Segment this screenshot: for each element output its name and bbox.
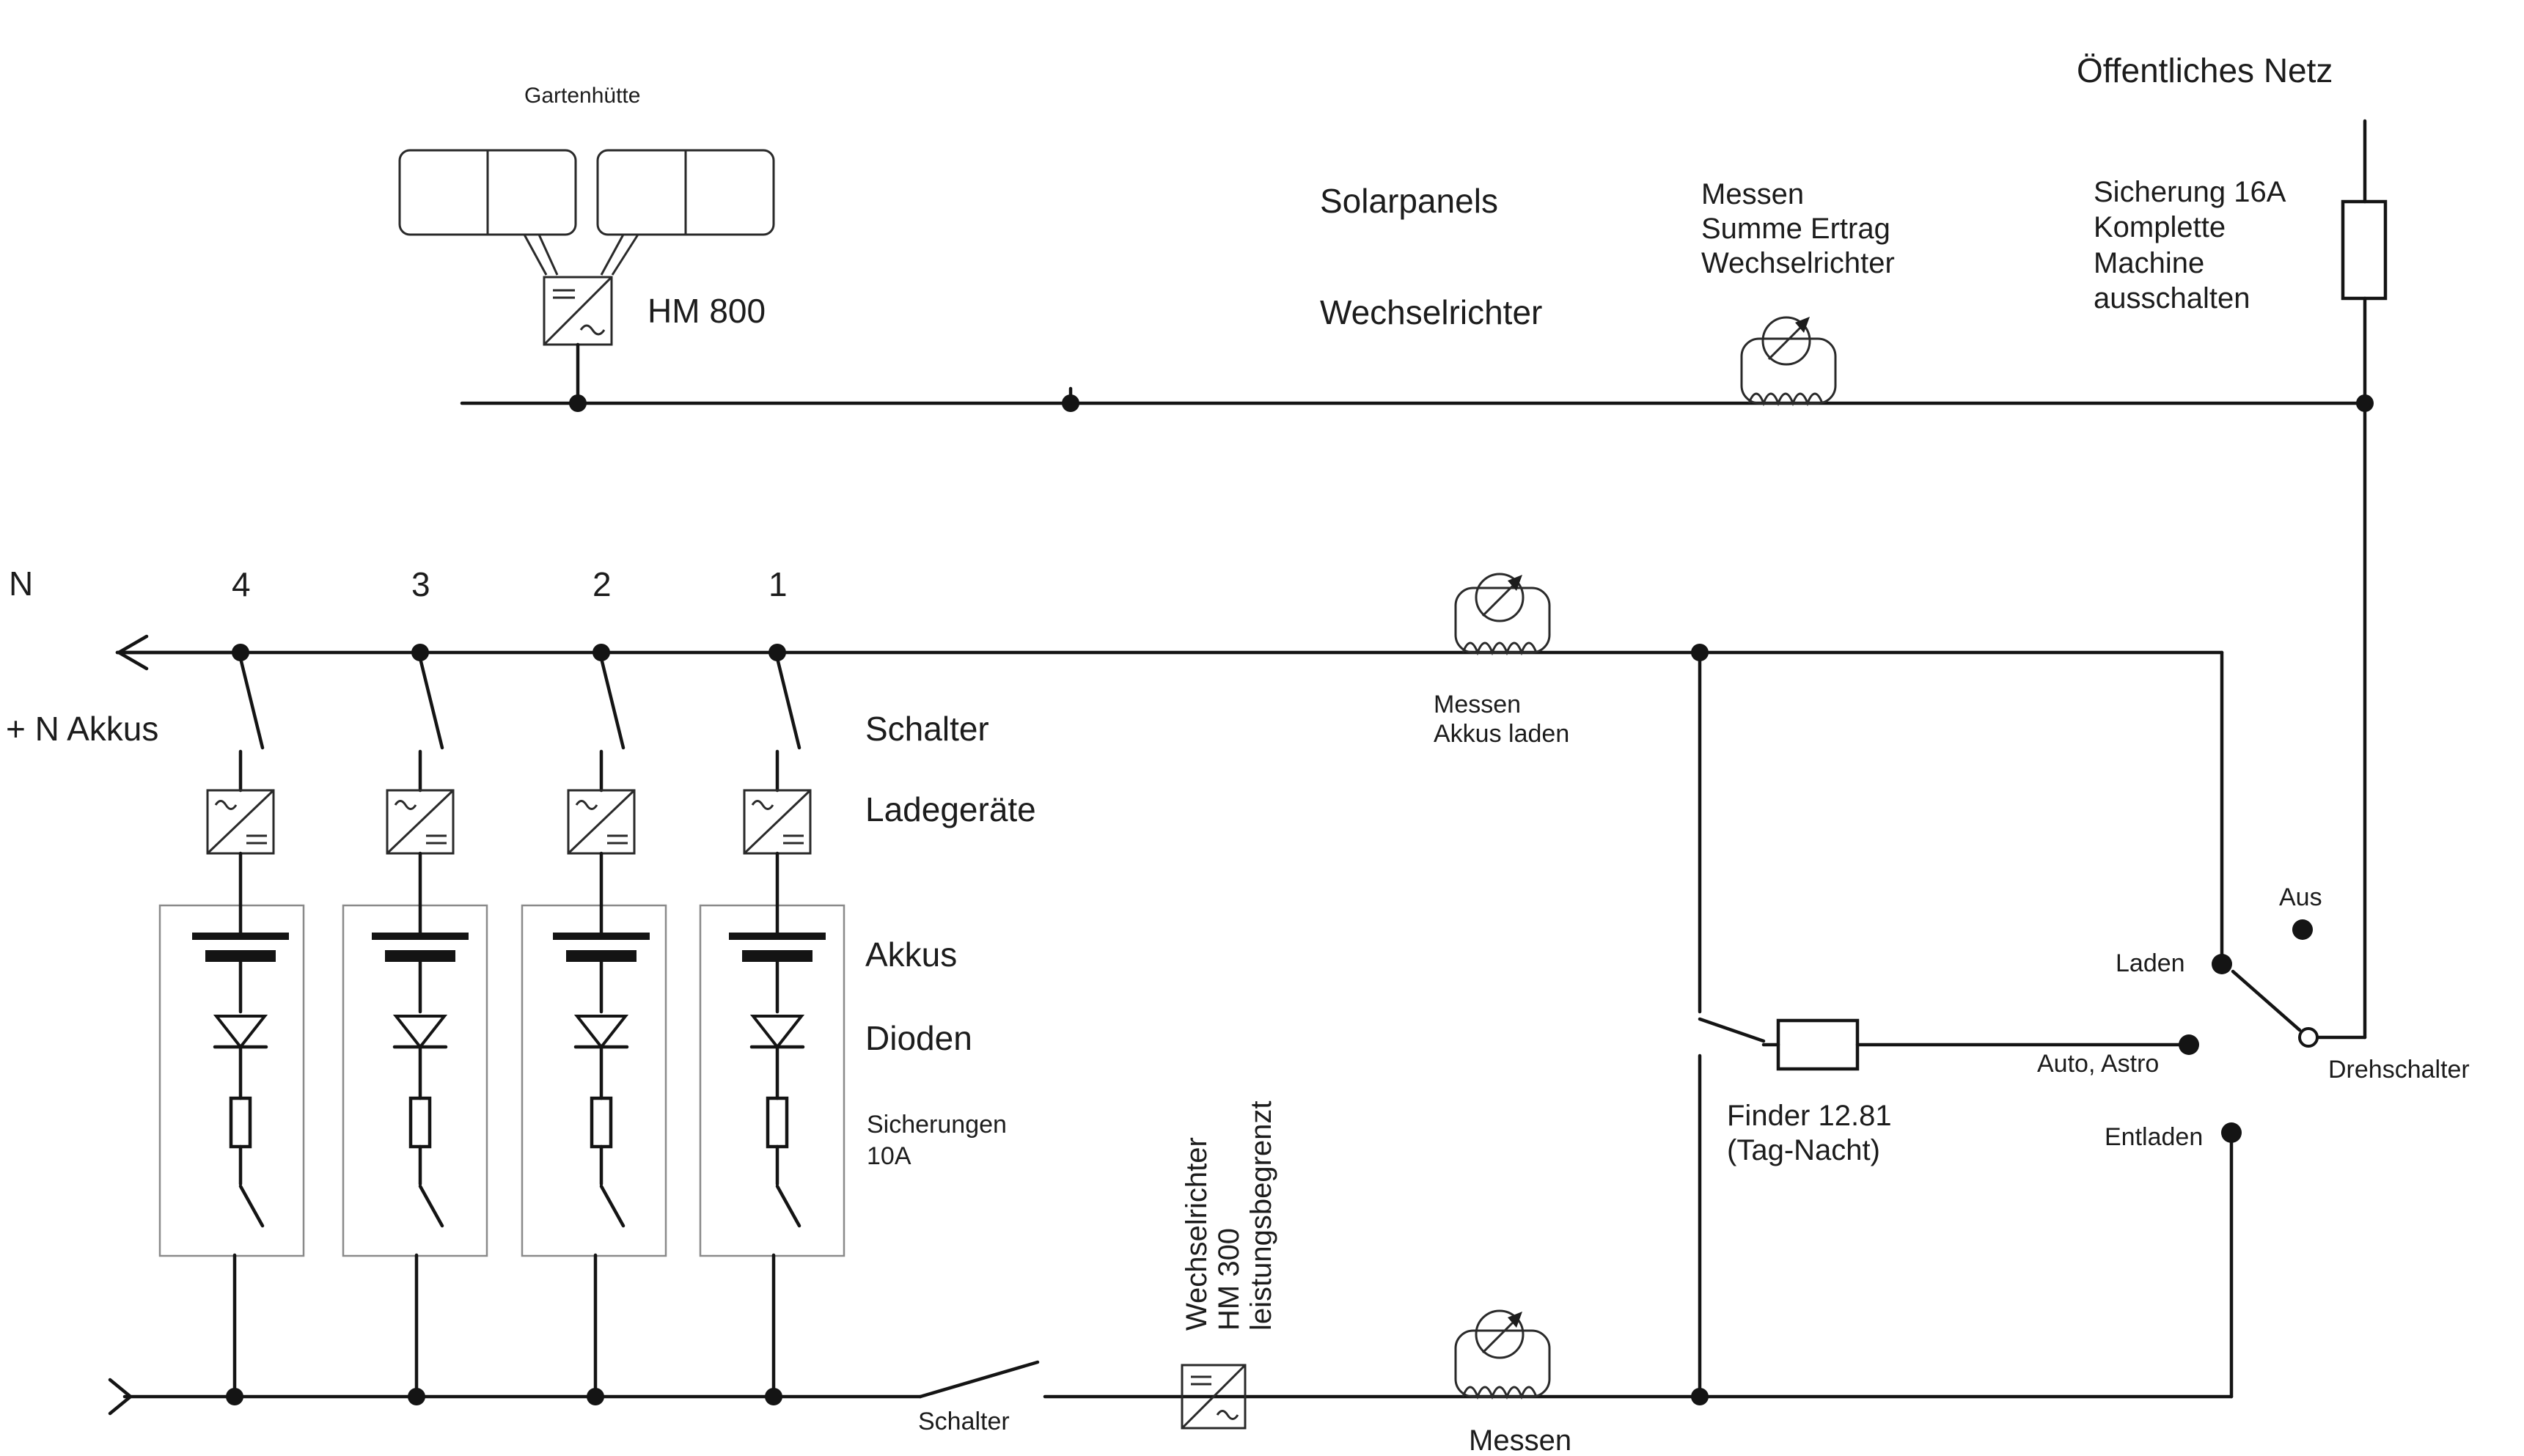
- label-chargers: Ladegeräte: [865, 790, 1036, 828]
- channel-switch: [238, 656, 265, 750]
- label-fuse16a-1: Sicherung 16A: [2094, 176, 2286, 208]
- label-fuses10a-1: Sicherungen: [867, 1111, 1007, 1139]
- fuse-10a-symbol: [766, 1096, 789, 1149]
- label-neutral: N: [9, 565, 33, 603]
- label-auto-astro: Auto, Astro: [2037, 1050, 2159, 1078]
- battery-symbol: [192, 933, 289, 940]
- label-fuse16a-4: ausschalten: [2094, 282, 2250, 315]
- label-fuses10a-2: 10A: [867, 1142, 911, 1170]
- battery-channel: 4: [158, 565, 305, 1399]
- label-meter-charge-1: Messen: [1434, 691, 1521, 718]
- bottom-switch-blade: [918, 1360, 1040, 1399]
- contact-aus: [2292, 919, 2313, 940]
- label-fuse16a-3: Machine: [2094, 247, 2204, 279]
- rotary-switch-arm: [2231, 969, 2302, 1032]
- label-batteries: Akkus: [865, 935, 957, 974]
- fuse-10a-symbol: [229, 1096, 252, 1149]
- label-aus: Aus: [2279, 883, 2322, 911]
- rotary-switch-pivot: [2298, 1027, 2319, 1048]
- battery-symbol: [729, 933, 826, 940]
- label-meter-bottom: Messen: [1469, 1424, 1571, 1456]
- diode-symbol: [213, 1015, 268, 1050]
- label-garden-shed: Gartenhütte: [524, 84, 640, 108]
- label-bottom-switch: Schalter: [918, 1408, 1010, 1435]
- label-hm800: HM 800: [647, 292, 766, 330]
- label-finder-1: Finder 12.81: [1727, 1100, 1892, 1132]
- hm800-inverter-symbol: [543, 276, 613, 405]
- channel-switch: [599, 656, 626, 750]
- channel-switch: [418, 656, 444, 750]
- battery-channel: 2: [521, 565, 667, 1399]
- label-entladen: Entladen: [2105, 1123, 2203, 1151]
- contact-auto-astro: [2179, 1034, 2199, 1055]
- fuse-10a-symbol: [590, 1096, 613, 1149]
- battery-symbol: [372, 933, 469, 940]
- channel-number: 2: [593, 565, 612, 603]
- battery-channels: 4 3 2 1: [158, 565, 845, 1399]
- label-meter-charge-2: Akkus laden: [1434, 720, 1569, 748]
- channel-fuse-switch: [418, 1184, 444, 1228]
- diode-symbol: [392, 1015, 448, 1050]
- label-finder-2: (Tag-Nacht): [1727, 1134, 1880, 1166]
- meter-charge-symbol: [1454, 573, 1551, 656]
- channel-number: 3: [411, 565, 430, 603]
- label-meter-total-1: Messen: [1701, 178, 1804, 210]
- label-rotary-switch: Drehschalter: [2328, 1056, 2470, 1084]
- battery-channel: 1: [699, 565, 845, 1399]
- meter-bottom-symbol: [1454, 1309, 1551, 1400]
- label-hm300: Wechselrichter HM 300 leistungsbegrenzt: [1181, 1100, 1277, 1331]
- label-hm300-2: HM 300: [1213, 1228, 1245, 1331]
- label-plus-n-batteries: + N Akkus: [6, 710, 158, 748]
- meter-total-symbol: [1740, 316, 1837, 407]
- battery-symbol: [553, 933, 650, 940]
- label-hm300-1: Wechselrichter: [1181, 1137, 1213, 1331]
- label-laden: Laden: [2116, 949, 2185, 977]
- label-inverter: Wechselrichter: [1320, 293, 1542, 331]
- label-grid: Öffentliches Netz: [2077, 51, 2333, 89]
- channel-fuse-switch: [238, 1184, 265, 1228]
- label-fuse16a-2: Komplette: [2094, 211, 2226, 243]
- channel-switch: [775, 656, 801, 750]
- fuse-16a-symbol: [2341, 199, 2388, 301]
- channel-frame: [158, 904, 305, 1257]
- battery-channel: 3: [342, 565, 488, 1399]
- solar-panel-group: [398, 149, 775, 276]
- label-meter-total-3: Wechselrichter: [1701, 247, 1895, 279]
- label-solarpanels: Solarpanels: [1320, 182, 1498, 220]
- label-switch: Schalter: [865, 710, 989, 748]
- fuse-10a-symbol: [408, 1096, 432, 1149]
- finder-relay-coil: [1776, 1018, 1860, 1071]
- channel-fuse-switch: [775, 1184, 801, 1228]
- channel-number: 1: [768, 565, 788, 603]
- label-hm300-3: leistungsbegrenzt: [1245, 1100, 1277, 1331]
- channel-fuse-switch: [599, 1184, 626, 1228]
- label-diodes: Dioden: [865, 1019, 972, 1057]
- hm300-inverter-symbol: [1181, 1364, 1247, 1430]
- diode-symbol: [573, 1015, 629, 1050]
- label-meter-total-2: Summe Ertrag: [1701, 213, 1890, 245]
- diode-symbol: [749, 1015, 805, 1050]
- channel-number: 4: [232, 565, 251, 603]
- relay-contact: [1698, 1017, 1766, 1043]
- contact-laden: [2212, 954, 2232, 974]
